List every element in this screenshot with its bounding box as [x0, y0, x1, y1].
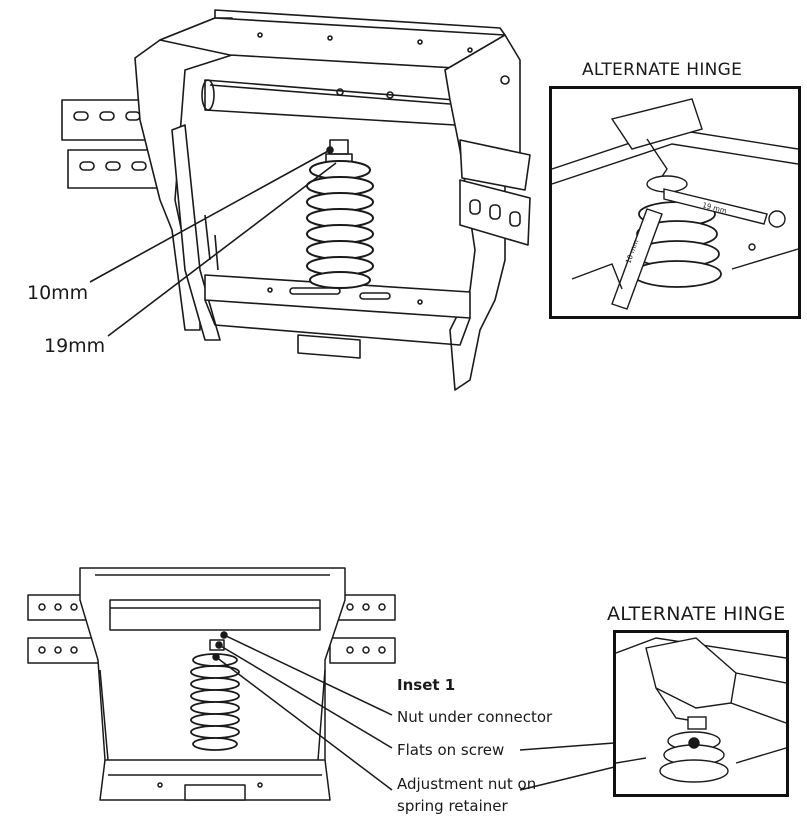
left-mounting-bracket: [61, 99, 166, 189]
alternate-hinge-photo-bottom: [616, 637, 786, 783]
alternate-hinge-inset-bottom: [613, 630, 789, 797]
coil-spring: [306, 160, 374, 289]
alternate-hinge-photo-top: 19 mm 10 mm: [552, 98, 798, 310]
alternate-hinge-title-top: ALTERNATE HINGE: [582, 60, 743, 80]
callout-adjustment-nut-line2: spring retainer: [397, 797, 508, 815]
callout-flats-on-screw: Flats on screw: [397, 741, 505, 759]
callout-19mm: 19mm: [44, 335, 106, 357]
callout-nut-under-connector: Nut under connector: [397, 708, 553, 726]
callout-adjustment-nut-line1: Adjustment nut on: [397, 775, 537, 793]
inset-title: Inset 1: [397, 676, 456, 694]
callout-10mm: 10mm: [27, 282, 89, 304]
alternate-hinge-inset-top: 19 mm 10 mm: [549, 86, 801, 319]
alternate-hinge-title-bottom: ALTERNATE HINGE: [607, 603, 786, 625]
